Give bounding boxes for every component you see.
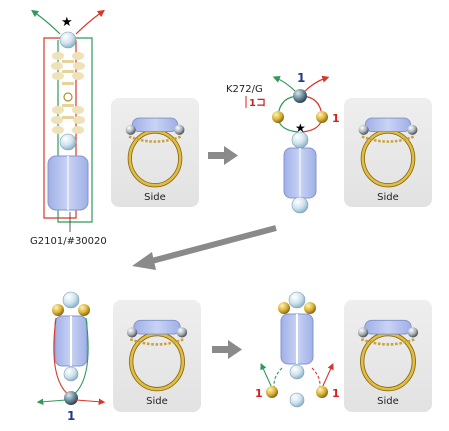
side-label: Side bbox=[377, 192, 399, 203]
step-arrow bbox=[212, 340, 242, 359]
side-label: Side bbox=[144, 192, 166, 203]
gold-bead bbox=[272, 111, 284, 123]
step1-strand: ★ G2101/#30020 bbox=[30, 9, 107, 247]
left-count: 1 bbox=[255, 387, 263, 400]
bead-code-label: G2101/#30020 bbox=[30, 236, 107, 247]
gold-bead bbox=[266, 386, 278, 398]
dark-bead bbox=[293, 89, 307, 103]
gold-bead bbox=[316, 111, 328, 123]
step3-side-panel: Side bbox=[113, 300, 201, 412]
side-label: Side bbox=[377, 396, 399, 407]
step1-star: ★ bbox=[61, 15, 73, 30]
step2-side-panel: Side bbox=[344, 98, 432, 207]
pearl-bead bbox=[59, 133, 77, 151]
step1-side-panel: Side bbox=[111, 98, 199, 207]
pearl-bead bbox=[59, 31, 77, 49]
arrow-number: 1 bbox=[67, 409, 75, 423]
right-count: 1 bbox=[332, 112, 340, 125]
seed-bead-chain bbox=[51, 52, 85, 134]
step-arrow bbox=[208, 146, 238, 165]
count-label: 1コ bbox=[249, 98, 266, 109]
step4-assembly: 1 1 bbox=[255, 291, 340, 408]
bead-code-label: K272/G bbox=[226, 84, 263, 95]
step2-assembly: K272/G 1コ 1 1 ★ bbox=[226, 71, 340, 214]
gold-bead bbox=[316, 386, 328, 398]
step2-star: ★ bbox=[295, 121, 306, 135]
step4-side-panel: Side bbox=[344, 300, 432, 412]
side-label: Side bbox=[146, 396, 168, 407]
dark-bead bbox=[64, 391, 78, 405]
right-count: 1 bbox=[332, 387, 340, 400]
arrow-number: 1 bbox=[297, 71, 305, 85]
step3-assembly: 1 bbox=[36, 291, 106, 423]
step-arrow-diagonal bbox=[132, 225, 277, 270]
